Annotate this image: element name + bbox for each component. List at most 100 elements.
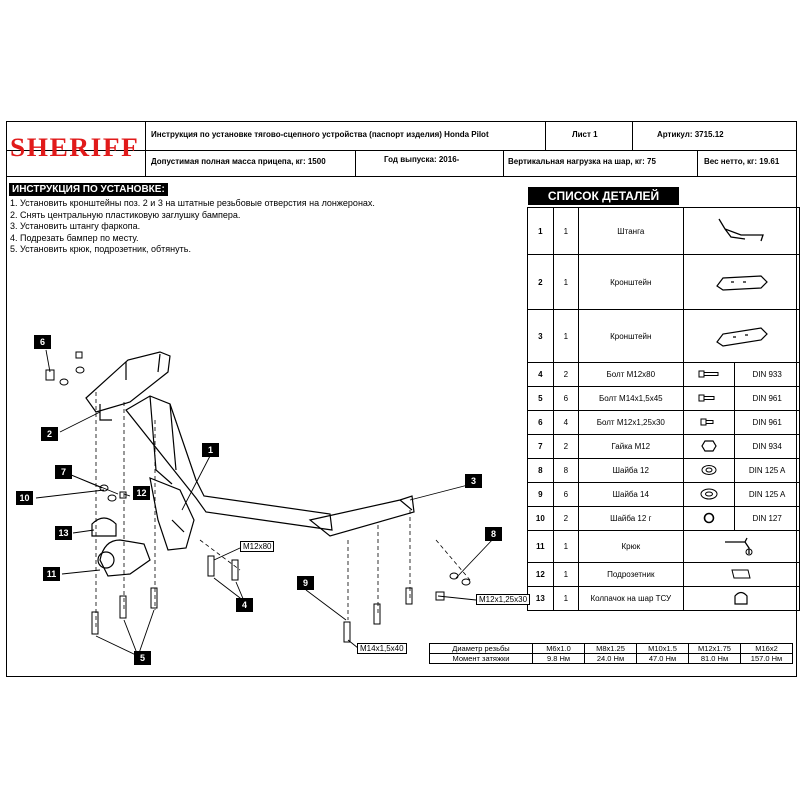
callout-11: 11 bbox=[43, 567, 60, 581]
header-col-line bbox=[145, 121, 146, 176]
vertical-load: Вертикальная нагрузка на шар, кг: 75 bbox=[508, 157, 656, 166]
callout-8: 8 bbox=[485, 527, 502, 541]
part-name: Подрозетник bbox=[578, 562, 684, 587]
part-qty: 6 bbox=[552, 482, 580, 507]
washer-icon bbox=[461, 578, 471, 586]
part-qty: 2 bbox=[552, 362, 580, 387]
part-picture bbox=[682, 410, 736, 435]
callout-leaders bbox=[35, 349, 495, 657]
part-name: Шайба 14 bbox=[578, 482, 684, 507]
table-row: 7 2 Гайка М12 DIN 934 bbox=[527, 434, 800, 459]
parts-table: 1 1 Штанга 2 1 Кронштейн 3 1 Кронштейн 4… bbox=[527, 207, 800, 611]
header-bottom-line bbox=[6, 176, 797, 177]
bolt-icon bbox=[207, 555, 215, 577]
instruction-step: 4. Подрезать бампер по месту. bbox=[10, 232, 139, 243]
part-picture bbox=[682, 309, 800, 363]
part-number: 3 bbox=[527, 309, 554, 363]
torque-table: Диаметр резьбы M6x1.0 M8x1.25 M10x1.5 M1… bbox=[429, 643, 793, 664]
part-number: 11 bbox=[527, 530, 554, 563]
callout-13: 13 bbox=[55, 526, 72, 540]
callout-9: 9 bbox=[297, 576, 314, 590]
bolt-icon bbox=[698, 370, 719, 377]
instruction-step: 2. Снять центральную пластиковую заглушк… bbox=[10, 209, 241, 220]
part-number: 4 bbox=[527, 362, 554, 387]
nut-icon bbox=[701, 439, 717, 452]
header-col-line bbox=[503, 150, 504, 176]
part-qty: 2 bbox=[552, 506, 580, 531]
part-picture bbox=[682, 506, 736, 531]
table-row: 9 6 Шайба 14 DIN 125 A bbox=[527, 482, 800, 507]
drawbar-icon bbox=[718, 218, 765, 242]
part-number: 5 bbox=[527, 386, 554, 411]
part-number: 7 bbox=[527, 434, 554, 459]
part-standard: DIN 125 A bbox=[734, 482, 800, 507]
callout-6: 6 bbox=[34, 335, 51, 349]
brand-logo: SHERIFF bbox=[10, 133, 140, 162]
part-qty: 2 bbox=[552, 434, 580, 459]
dimension-label: M14x1,5x40 bbox=[357, 643, 407, 654]
part-qty: 1 bbox=[552, 562, 580, 587]
drawbar-drawing bbox=[85, 351, 415, 577]
nut-icon bbox=[75, 351, 83, 359]
part-qty: 1 bbox=[552, 530, 580, 563]
table-row: 11 1 Крюк bbox=[527, 530, 800, 563]
part-name: Крюк bbox=[578, 530, 684, 563]
part-name: Штанга bbox=[578, 207, 684, 255]
part-name: Болт М12х80 bbox=[578, 362, 684, 387]
part-qty: 6 bbox=[552, 386, 580, 411]
washer-icon bbox=[107, 494, 117, 502]
dimension-label: M12x1,25x30 bbox=[476, 594, 531, 605]
washer-icon bbox=[59, 378, 69, 386]
washer-icon bbox=[75, 366, 85, 374]
callout-5: 5 bbox=[134, 651, 151, 665]
dimension-label: M12x80 bbox=[240, 541, 275, 552]
washer-icon bbox=[449, 572, 459, 580]
table-row: 4 2 Болт М12х80 DIN 933 bbox=[527, 362, 800, 387]
part-number: 12 bbox=[527, 562, 554, 587]
spring-washer-icon bbox=[703, 512, 715, 523]
table-row: 13 1 Колпачок на шар ТСУ bbox=[527, 586, 800, 611]
callout-2: 2 bbox=[41, 427, 58, 441]
bolt-icon bbox=[435, 591, 445, 601]
part-picture bbox=[682, 586, 800, 611]
header-col-line bbox=[545, 121, 546, 150]
year-of-release: Год выпуска: 2016- bbox=[384, 155, 460, 164]
instruction-step: 1. Установить кронштейны поз. 2 и 3 на ш… bbox=[10, 198, 375, 208]
parts-list-title: СПИСОК ДЕТАЛЕЙ bbox=[528, 187, 679, 205]
washer-icon bbox=[701, 464, 717, 475]
part-name: Колпачок на шар ТСУ bbox=[578, 586, 684, 611]
article-number: Артикул: 3715.12 bbox=[657, 130, 724, 139]
part-number: 1 bbox=[527, 207, 554, 255]
callout-4: 4 bbox=[236, 598, 253, 612]
instructions-list: 1. Установить кронштейны поз. 2 и 3 на ш… bbox=[10, 198, 375, 256]
bolt-icon bbox=[343, 621, 351, 643]
washer-icon bbox=[700, 488, 718, 499]
bracket-icon bbox=[716, 327, 769, 347]
callout-12: 12 bbox=[133, 486, 150, 500]
instructions-title: ИНСТРУКЦИЯ ПО УСТАНОВКЕ: bbox=[9, 183, 168, 196]
torque-value: 157.0 Нм bbox=[740, 653, 793, 664]
socket-plate-icon bbox=[731, 569, 751, 578]
bolt-icon bbox=[700, 418, 714, 425]
part-picture bbox=[682, 362, 736, 387]
trailer-mass: Допустимая полная масса прицепа, кг: 150… bbox=[151, 157, 326, 166]
bolt-icon bbox=[119, 595, 127, 619]
bolt-icon bbox=[231, 559, 239, 581]
part-qty: 1 bbox=[552, 586, 580, 611]
table-row: 1 1 Штанга bbox=[527, 207, 800, 255]
bolt-icon bbox=[373, 603, 381, 625]
hook-icon bbox=[725, 537, 753, 555]
part-qty: 4 bbox=[552, 410, 580, 435]
ball-cap-icon bbox=[734, 591, 748, 605]
bolt-icon bbox=[698, 394, 715, 401]
header-col-line bbox=[632, 121, 633, 150]
header-divider bbox=[6, 150, 797, 151]
instruction-step: 5. Установить крюк, подрозетник, обтянут… bbox=[10, 244, 191, 255]
callout-3: 3 bbox=[465, 474, 482, 488]
callout-1: 1 bbox=[202, 443, 219, 457]
bolt-icon bbox=[150, 587, 158, 609]
part-qty: 1 bbox=[552, 254, 580, 310]
assembly-axis-lines bbox=[95, 392, 471, 630]
part-number: 8 bbox=[527, 458, 554, 483]
